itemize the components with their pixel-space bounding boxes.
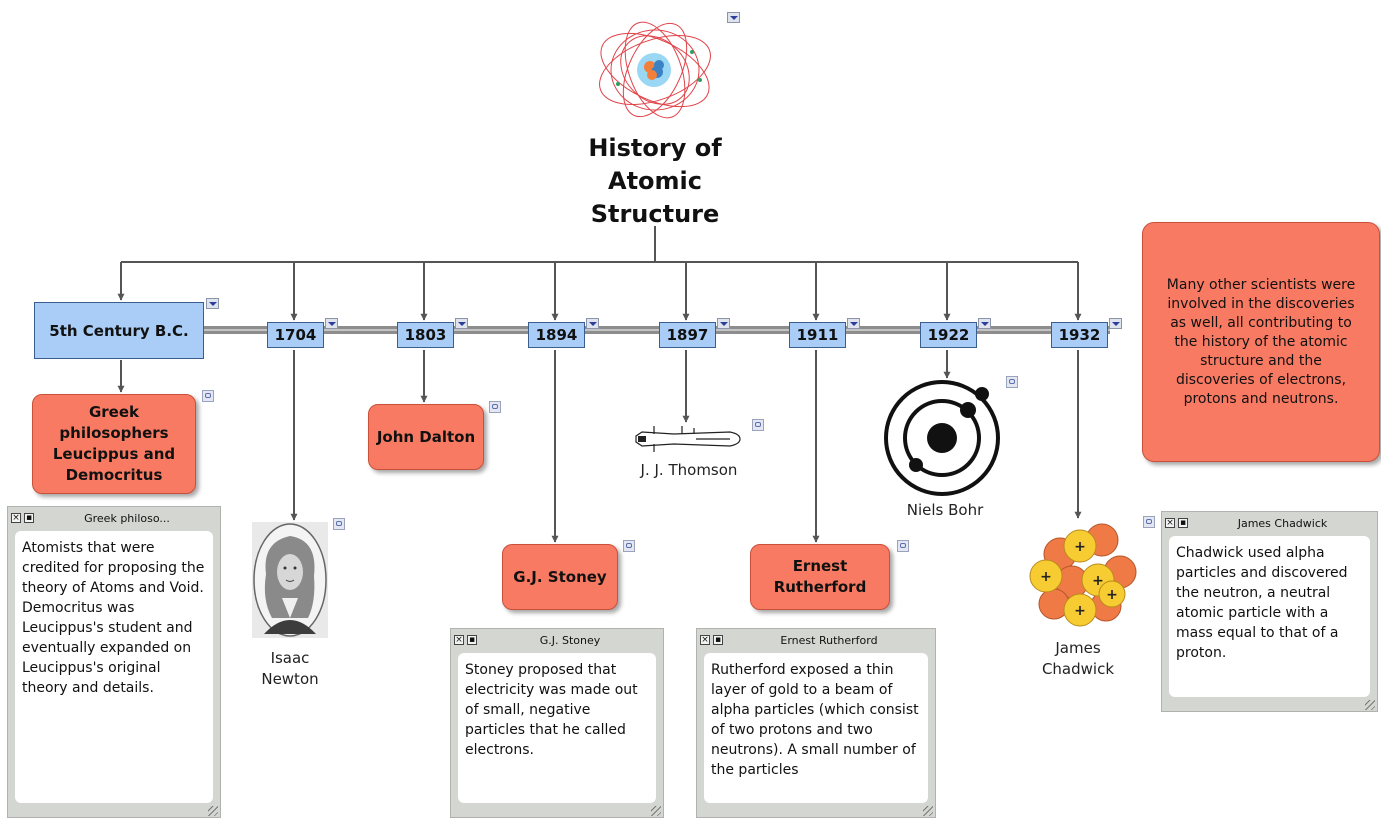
atom-logo-icon [599,21,711,119]
title-menu-toggle[interactable] [727,12,740,23]
note-greek-philosophers: × ▪ Greek philoso... Atomists that were … [7,506,221,818]
svg-text:+: + [1074,539,1086,555]
close-icon[interactable]: × [454,635,464,645]
svg-text:+: + [1106,587,1118,603]
date-menu-toggle-1803[interactable] [455,318,468,329]
date-menu-toggle-1932[interactable] [1109,318,1122,329]
link-icon[interactable] [1006,376,1018,388]
link-icon[interactable] [333,518,345,530]
close-icon[interactable]: × [1165,518,1175,528]
note-body: Rutherford exposed a thin layer of gold … [704,653,928,803]
link-icon[interactable] [1143,516,1155,528]
title-line-3: Structure [590,200,720,228]
date-menu-toggle-1704[interactable] [325,318,338,329]
date-menu-toggle-1894[interactable] [586,318,599,329]
svg-text:+: + [1074,603,1086,619]
note-ernest-rutherford: × ▪ Ernest Rutherford Rutherford exposed… [696,628,936,818]
caption-jj-thomson: J. J. Thomson [640,461,738,479]
restore-icon[interactable]: ▪ [467,635,477,645]
link-icon[interactable] [897,540,909,552]
date-menu-toggle-1897[interactable] [717,318,730,329]
restore-icon[interactable]: ▪ [1178,518,1188,528]
event-greek-philosophers[interactable]: Greek philosophers Leucippus and Democri… [32,394,196,494]
date-node-1803[interactable]: 1803 [397,322,454,348]
note-body: Atomists that were credited for proposin… [15,531,213,803]
date-node-1911[interactable]: 1911 [789,322,846,348]
diagram-title: History of Atomic Structure [540,132,770,231]
date-menu-toggle-5th-century[interactable] [206,298,219,309]
date-menu-toggle-1922[interactable] [978,318,991,329]
resize-handle-icon[interactable] [651,806,661,816]
caption-james-chadwick: James Chadwick [1041,639,1115,678]
caption-niels-bohr: Niels Bohr [906,501,984,519]
close-icon[interactable]: × [11,513,21,523]
resize-handle-icon[interactable] [208,806,218,816]
bohr-model-icon [884,380,1000,496]
svg-text:+: + [1092,573,1104,589]
date-node-1704[interactable]: 1704 [267,322,324,348]
info-box-other-scientists[interactable]: Many other scientists were involved in t… [1142,222,1380,462]
restore-icon[interactable]: ▪ [24,513,34,523]
resize-handle-icon[interactable] [923,806,933,816]
restore-icon[interactable]: ▪ [713,635,723,645]
note-title: James Chadwick [1237,516,1328,530]
note-titlebar: × ▪ G.J. Stoney [451,629,663,651]
event-ernest-rutherford[interactable]: Ernest Rutherford [750,544,890,610]
event-gj-stoney[interactable]: G.J. Stoney [502,544,618,610]
event-john-dalton[interactable]: John Dalton [368,404,484,470]
date-node-1922[interactable]: 1922 [920,322,977,348]
cathode-ray-tube-icon [635,426,741,452]
nucleus-cluster-icon: + + + + + [1029,523,1137,627]
note-title: Greek philoso... [84,511,170,525]
date-menu-toggle-1911[interactable] [847,318,860,329]
note-gj-stoney: × ▪ G.J. Stoney Stoney proposed that ele… [450,628,664,818]
link-icon[interactable] [623,540,635,552]
note-james-chadwick: × ▪ James Chadwick Chadwick used alpha p… [1161,511,1378,712]
caption-isaac-newton: Isaac Newton [261,649,319,688]
date-node-1894[interactable]: 1894 [528,322,585,348]
title-line-1: History of [588,134,722,162]
svg-text:+: + [1040,569,1052,585]
note-titlebar: × ▪ Ernest Rutherford [697,629,935,651]
note-titlebar: × ▪ Greek philoso... [8,507,220,529]
link-icon[interactable] [752,419,764,431]
note-title: Ernest Rutherford [780,633,878,647]
date-node-1932[interactable]: 1932 [1051,322,1108,348]
isaac-newton-portrait-icon [252,522,328,638]
date-node-1897[interactable]: 1897 [659,322,716,348]
close-icon[interactable]: × [700,635,710,645]
note-titlebar: × ▪ James Chadwick [1162,512,1377,534]
note-body: Chadwick used alpha particles and discov… [1169,536,1370,697]
date-node-5th-century[interactable]: 5th Century B.C. [34,302,204,359]
resize-handle-icon[interactable] [1365,700,1375,710]
note-title: G.J. Stoney [539,633,601,647]
note-body: Stoney proposed that electricity was mad… [458,653,656,803]
title-line-2: Atomic [608,167,702,195]
link-icon[interactable] [489,401,501,413]
link-icon[interactable] [202,390,214,402]
